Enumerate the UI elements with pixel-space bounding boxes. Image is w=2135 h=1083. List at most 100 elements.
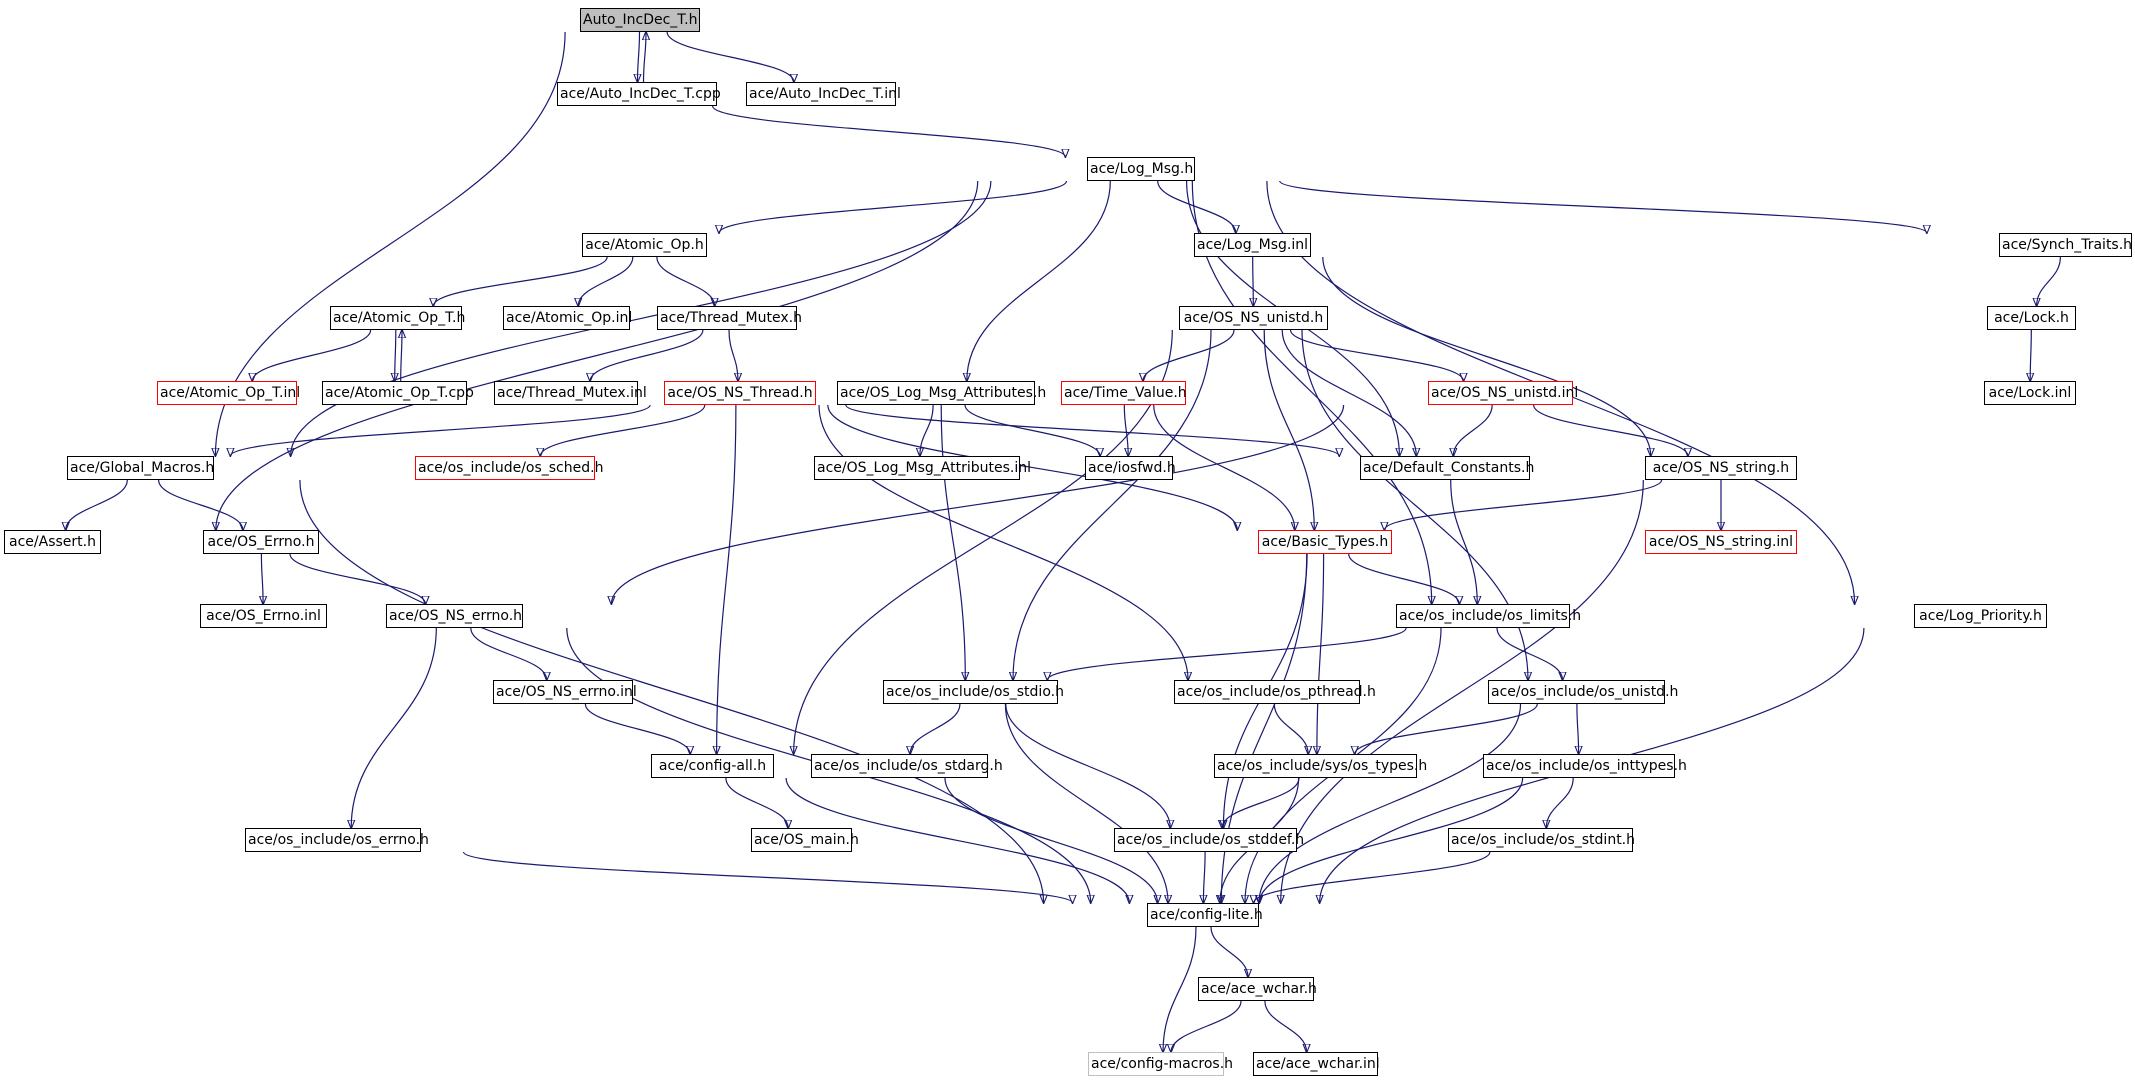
node-ace-lock-h[interactable]: ace/Lock.h [1987, 306, 2076, 330]
node-ace-iosfwd-h[interactable]: ace/iosfwd.h [1085, 456, 1176, 480]
edge-n18-to-n24 [1453, 404, 1493, 456]
edge-n15-to-n28 [827, 404, 1238, 530]
edge-n3-to-n26 [216, 180, 979, 530]
node-ace-os-ns-unistd-h[interactable]: ace/OS_NS_unistd.h [1179, 306, 1328, 330]
edge-n17-to-n23 [1123, 404, 1128, 456]
edge-n10-to-n28 [1263, 329, 1314, 530]
edge-n41-to-n46 [1259, 777, 1524, 903]
node-ace-os-ns-string-h[interactable]: ace/OS_NS_string.h [1645, 456, 1797, 480]
edge-n18-to-n25 [1533, 404, 1688, 456]
edge-n3-to-n4 [719, 180, 1068, 233]
edge-n40-to-n44 [1222, 777, 1300, 828]
edge-n41-to-n45 [1546, 777, 1574, 828]
edge-n20-to-n27 [158, 479, 243, 530]
node-ace-os-ns-errno-inl[interactable]: ace/OS_NS_errno.inl [493, 680, 637, 704]
edge-n3-to-n16 [967, 180, 1111, 381]
node-ace-atomic-op-inl[interactable]: ace/Atomic_Op.inl [503, 306, 632, 330]
node-ace-os-log-msg-attributes-h[interactable]: ace/OS_Log_Msg_Attributes.h [837, 381, 1046, 405]
edge-n10-to-n24 [1281, 329, 1416, 456]
edge-n0-to-n2 [666, 31, 794, 82]
edge-n28-to-n40 [1317, 553, 1325, 754]
node-ace-os-errno-inl[interactable]: ace/OS_Errno.inl [200, 604, 327, 628]
edge-n25-to-n28 [1384, 479, 1663, 530]
edge-n16-to-n22 [920, 404, 934, 456]
edge-n24-to-n32 [1450, 479, 1478, 604]
node-ace-os-include-os-pthread-h[interactable]: ace/os_include/os_pthread.h [1174, 680, 1376, 704]
node-ace-global-macros-h[interactable]: ace/Global_Macros.h [67, 456, 214, 480]
edge-n44-to-n46 [1203, 851, 1205, 903]
node-ace-ace-wchar-inl[interactable]: ace/ace_wchar.inl [1253, 1052, 1380, 1076]
node-ace-config-lite-h[interactable]: ace/config-lite.h [1147, 903, 1263, 927]
node-ace-log-msg-inl[interactable]: ace/Log_Msg.inl [1194, 233, 1311, 257]
node-ace-atomic-op-h[interactable]: ace/Atomic_Op.h [582, 233, 707, 257]
node-ace-config-macros-h[interactable]: ace/config-macros.h [1088, 1052, 1233, 1076]
node-ace-atomic-op-t-h[interactable]: ace/Atomic_Op_T.h [330, 306, 465, 330]
node-ace-atomic-op-t-inl[interactable]: ace/Atomic_Op_T.inl [157, 381, 300, 405]
node-ace-os-include-os-unistd-h[interactable]: ace/os_include/os_unistd.h [1488, 680, 1678, 704]
edge-n37-to-n41 [1577, 703, 1579, 754]
node-ace-os-ns-errno-h[interactable]: ace/OS_NS_errno.h [386, 604, 523, 628]
node-ace-lock-inl[interactable]: ace/Lock.inl [1984, 381, 2076, 405]
node-ace-os-log-msg-attributes-inl[interactable]: ace/OS_Log_Msg_Attributes.inl [814, 456, 1031, 480]
edge-n35-to-n46 [1004, 703, 1168, 903]
edge-n11-to-n19 [2030, 329, 2031, 381]
node-ace-os-include-os-sched-h[interactable]: ace/os_include/os_sched.h [415, 456, 603, 480]
node-ace-assert-h[interactable]: ace/Assert.h [4, 530, 101, 554]
edge-n0-to-n1 [638, 31, 640, 82]
node-ace-os-main-h[interactable]: ace/OS_main.h [751, 828, 859, 852]
node-auto-incdec-t-h[interactable]: Auto_IncDec_T.h [580, 8, 700, 32]
edge-n15-to-n36 [818, 404, 1188, 680]
edge-n47-to-n48 [1171, 1000, 1242, 1052]
node-ace-config-all-h[interactable]: ace/config-all.h [651, 754, 774, 778]
edge-n37-to-n46 [1259, 703, 1522, 903]
edge-n5-to-n10 [1253, 256, 1254, 306]
edge-n5-to-n25 [1322, 256, 1651, 456]
node-ace-time-value-h[interactable]: ace/Time_Value.h [1061, 381, 1187, 405]
node-ace-atomic-op-t-cpp[interactable]: ace/Atomic_Op_T.cpp [322, 381, 474, 405]
edge-n36-to-n40 [1273, 703, 1308, 754]
edge-n46-to-n47 [1210, 926, 1248, 977]
edge-n27-to-n31 [289, 553, 426, 604]
edge-n15-to-n38 [717, 404, 737, 754]
node-ace-auto-incdec-t-inl[interactable]: ace/Auto_IncDec_T.inl [746, 82, 901, 106]
edge-n46-to-n48 [1163, 926, 1197, 1052]
edge-n7-to-n13 [395, 329, 396, 381]
edge-n38-to-n46 [785, 777, 1129, 903]
node-ace-os-include-os-stdint-h[interactable]: ace/os_include/os_stdint.h [1448, 828, 1635, 852]
node-ace-log-msg-h[interactable]: ace/Log_Msg.h [1087, 157, 1195, 181]
node-ace-os-include-os-limits-h[interactable]: ace/os_include/os_limits.h [1396, 604, 1581, 628]
edge-n16-to-n23 [964, 404, 1100, 456]
node-ace-os-include-os-errno-h[interactable]: ace/os_include/os_errno.h [245, 828, 429, 852]
node-ace-default-constants-h[interactable]: ace/Default_Constants.h [1360, 456, 1534, 480]
edge-n1-to-n0 [644, 32, 647, 83]
edge-n35-to-n39 [910, 703, 961, 754]
edge-n27-to-n30 [261, 553, 263, 604]
node-ace-os-ns-string-inl[interactable]: ace/OS_NS_string.inl [1645, 530, 1797, 554]
edge-n16-to-n35 [940, 404, 965, 680]
edge-n15-to-n21 [540, 404, 706, 456]
node-ace-os-errno-h[interactable]: ace/OS_Errno.h [203, 530, 319, 554]
node-ace-thread-mutex-h[interactable]: ace/Thread_Mutex.h [657, 306, 802, 330]
node-ace-os-include-sys-os-types-h[interactable]: ace/os_include/sys/os_types.h [1214, 754, 1427, 778]
edge-n34-to-n38 [584, 703, 690, 754]
node-ace-os-include-os-inttypes-h[interactable]: ace/os_include/os_inttypes.h [1483, 754, 1687, 778]
edge-n17-to-n28 [1153, 404, 1295, 530]
edge-n10-to-n17 [1143, 329, 1235, 381]
node-ace-os-include-os-stdarg-h[interactable]: ace/os_include/os_stdarg.h [811, 754, 1003, 778]
node-ace-log-priority-h[interactable]: ace/Log_Priority.h [1914, 604, 2047, 628]
node-ace-os-ns-unistd-inl[interactable]: ace/OS_NS_unistd.inl [1428, 381, 1578, 405]
node-ace-ace-wchar-h[interactable]: ace/ace_wchar.h [1198, 977, 1317, 1001]
edge-n9-to-n14 [590, 329, 704, 381]
node-ace-os-ns-thread-h[interactable]: ace/OS_NS_Thread.h [664, 381, 816, 405]
edge-n20-to-n46 [299, 479, 1044, 903]
edge-n20-to-n26 [66, 479, 128, 530]
node-ace-synch-traits-h[interactable]: ace/Synch_Traits.h [1999, 233, 2132, 257]
node-ace-thread-mutex-inl[interactable]: ace/Thread_Mutex.inl [494, 381, 647, 405]
node-ace-os-include-os-stdio-h[interactable]: ace/os_include/os_stdio.h [883, 680, 1064, 704]
node-ace-basic-types-h[interactable]: ace/Basic_Types.h [1258, 530, 1392, 554]
node-ace-auto-incdec-t-cpp[interactable]: ace/Auto_IncDec_T.cpp [557, 82, 721, 106]
edge-n39-to-n46 [944, 777, 1158, 903]
node-ace-os-include-os-stddef-h[interactable]: ace/os_include/os_stddef.h [1114, 828, 1304, 852]
